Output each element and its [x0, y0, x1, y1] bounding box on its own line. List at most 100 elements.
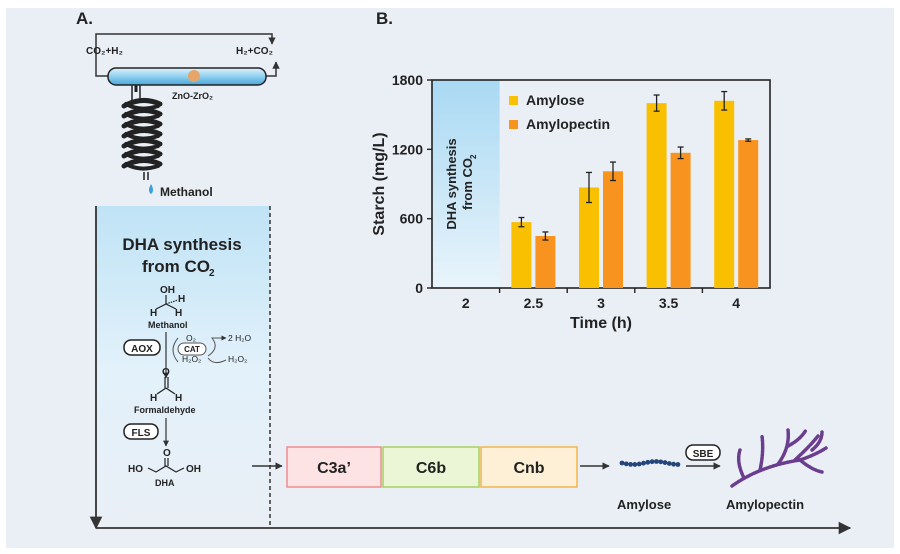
module-c6b-label: C6b: [416, 460, 446, 477]
svg-text:H: H: [178, 294, 185, 305]
y-tick-label: 0: [415, 280, 423, 296]
legend-swatch: [509, 120, 518, 129]
chart-inset-title-subscript: 2: [469, 154, 478, 159]
amylose-bead: [632, 462, 638, 467]
fls-enzyme-label: FLS: [132, 428, 151, 439]
amylose-bead: [658, 459, 664, 465]
x-axis-label: Time (h): [570, 315, 632, 332]
x-tick-label: 2.5: [524, 295, 544, 311]
sbe-enzyme-badge: [685, 444, 721, 461]
bar-amylose: [579, 187, 599, 288]
methanol-droplet-icon: [149, 184, 153, 194]
module-c3a-label: C3a’: [317, 460, 351, 477]
amylopectin-tree: [730, 428, 828, 488]
x-tick-label: 2: [462, 295, 470, 311]
amylose-bead: [675, 462, 681, 467]
y-axis-label: Starch (mg/L): [371, 132, 388, 235]
amylose-bead: [645, 459, 651, 465]
module-c3a: [286, 446, 382, 488]
svg-text:H: H: [150, 393, 157, 404]
amylose-chain: [619, 459, 681, 467]
bar-amylopectin: [738, 140, 759, 288]
amylose-bead: [649, 459, 655, 465]
svg-text:O: O: [163, 448, 171, 459]
svg-text:H: H: [150, 308, 157, 319]
recycled-gas-label: H₂+CO₂: [236, 46, 273, 57]
cat-enzyme-label: CAT: [184, 345, 200, 354]
recycle-loop-arrow: [95, 33, 276, 64]
x-tick-label: 3: [597, 295, 605, 311]
amylose-bead: [666, 461, 672, 466]
coil-turn-back: [124, 112, 160, 121]
sbe-enzyme-label: SBE: [693, 449, 714, 460]
coil-turn-back: [124, 162, 160, 171]
coil-turn-back: [124, 102, 160, 111]
bar-amylopectin: [670, 152, 691, 288]
inlet-line: [95, 64, 112, 77]
bar-amylose: [714, 100, 735, 288]
module-cnb: [480, 446, 578, 488]
svg-text:H: H: [175, 308, 182, 319]
condenser-coil: [121, 85, 163, 180]
aox-enzyme-label: AOX: [131, 344, 153, 355]
svg-text:O: O: [162, 367, 170, 378]
svg-text:HO: HO: [128, 464, 143, 475]
dha-structure: O HO OH: [128, 448, 201, 475]
catalyst-label: ZnO-ZrO₂: [172, 91, 213, 101]
amylose-bead: [654, 459, 659, 464]
amylose-label: Amylose: [617, 497, 671, 512]
module-cnb-label: Cnb: [513, 460, 544, 477]
chart-inset-title-line2: from CO: [460, 158, 475, 210]
dha-box-title-line1: DHA synthesis: [122, 235, 241, 254]
o2-label: O₂: [186, 333, 196, 343]
amylose-bead: [636, 461, 642, 467]
h2o2-left-label: H₂O₂: [182, 354, 201, 364]
y-tick-label: 1200: [392, 141, 423, 157]
cat-cycle-arc: [207, 335, 227, 357]
bar-amylopectin: [603, 171, 623, 288]
bar-amylose: [646, 103, 667, 288]
dha-synthesis-box: [96, 206, 270, 528]
h2o2-return-arc: [207, 357, 227, 364]
bar-amylose: [511, 222, 532, 288]
dha-box-title-line2: from CO: [142, 257, 210, 276]
reactant-gas-label: CO₂+H₂: [86, 46, 123, 57]
svg-text:OH: OH: [186, 464, 201, 475]
x-tick-label: 4: [732, 295, 740, 311]
h2o2-right-label: H₂O₂: [228, 354, 247, 364]
coil-turn-back: [124, 152, 160, 161]
amylose-bead: [623, 461, 629, 467]
fls-enzyme-badge: [123, 423, 159, 440]
y-tick-label: 600: [400, 211, 424, 227]
panel-b-label: B.: [376, 9, 393, 28]
module-c6b: [382, 446, 480, 488]
formaldehyde-label: Formaldehyde: [134, 405, 196, 415]
amylose-bead: [671, 461, 676, 467]
reactor-tube: [107, 67, 267, 86]
amylose-bead: [619, 460, 625, 466]
amylose-bead: [662, 460, 668, 465]
chart-frame: [431, 79, 771, 289]
catalyst-bead: [188, 70, 200, 82]
aox-enzyme-badge: [123, 339, 161, 356]
legend-label: Amylose: [526, 92, 585, 108]
bar-amylopectin: [535, 236, 556, 288]
amylose-bead: [628, 461, 633, 467]
x-tick-label: 3.5: [659, 295, 679, 311]
methanol-structure: OH H H H: [150, 285, 185, 319]
dha-box-title-subscript: 2: [209, 268, 215, 279]
o2-cycle-arc: [172, 337, 179, 363]
cat-enzyme-badge: [177, 342, 207, 356]
y-tick-label: 1800: [392, 72, 423, 88]
chart-inset-background: [432, 80, 500, 288]
svg-text:OH: OH: [160, 285, 175, 296]
chart-inset-title-line1: DHA synthesis: [444, 138, 459, 229]
coil-turn-back: [124, 122, 160, 131]
coil-turn-back: [124, 132, 160, 141]
amylose-bead: [641, 460, 646, 466]
methanol-product-label: Methanol: [160, 185, 213, 199]
formaldehyde-structure: O H H: [150, 367, 182, 404]
svg-text:H: H: [175, 393, 182, 404]
